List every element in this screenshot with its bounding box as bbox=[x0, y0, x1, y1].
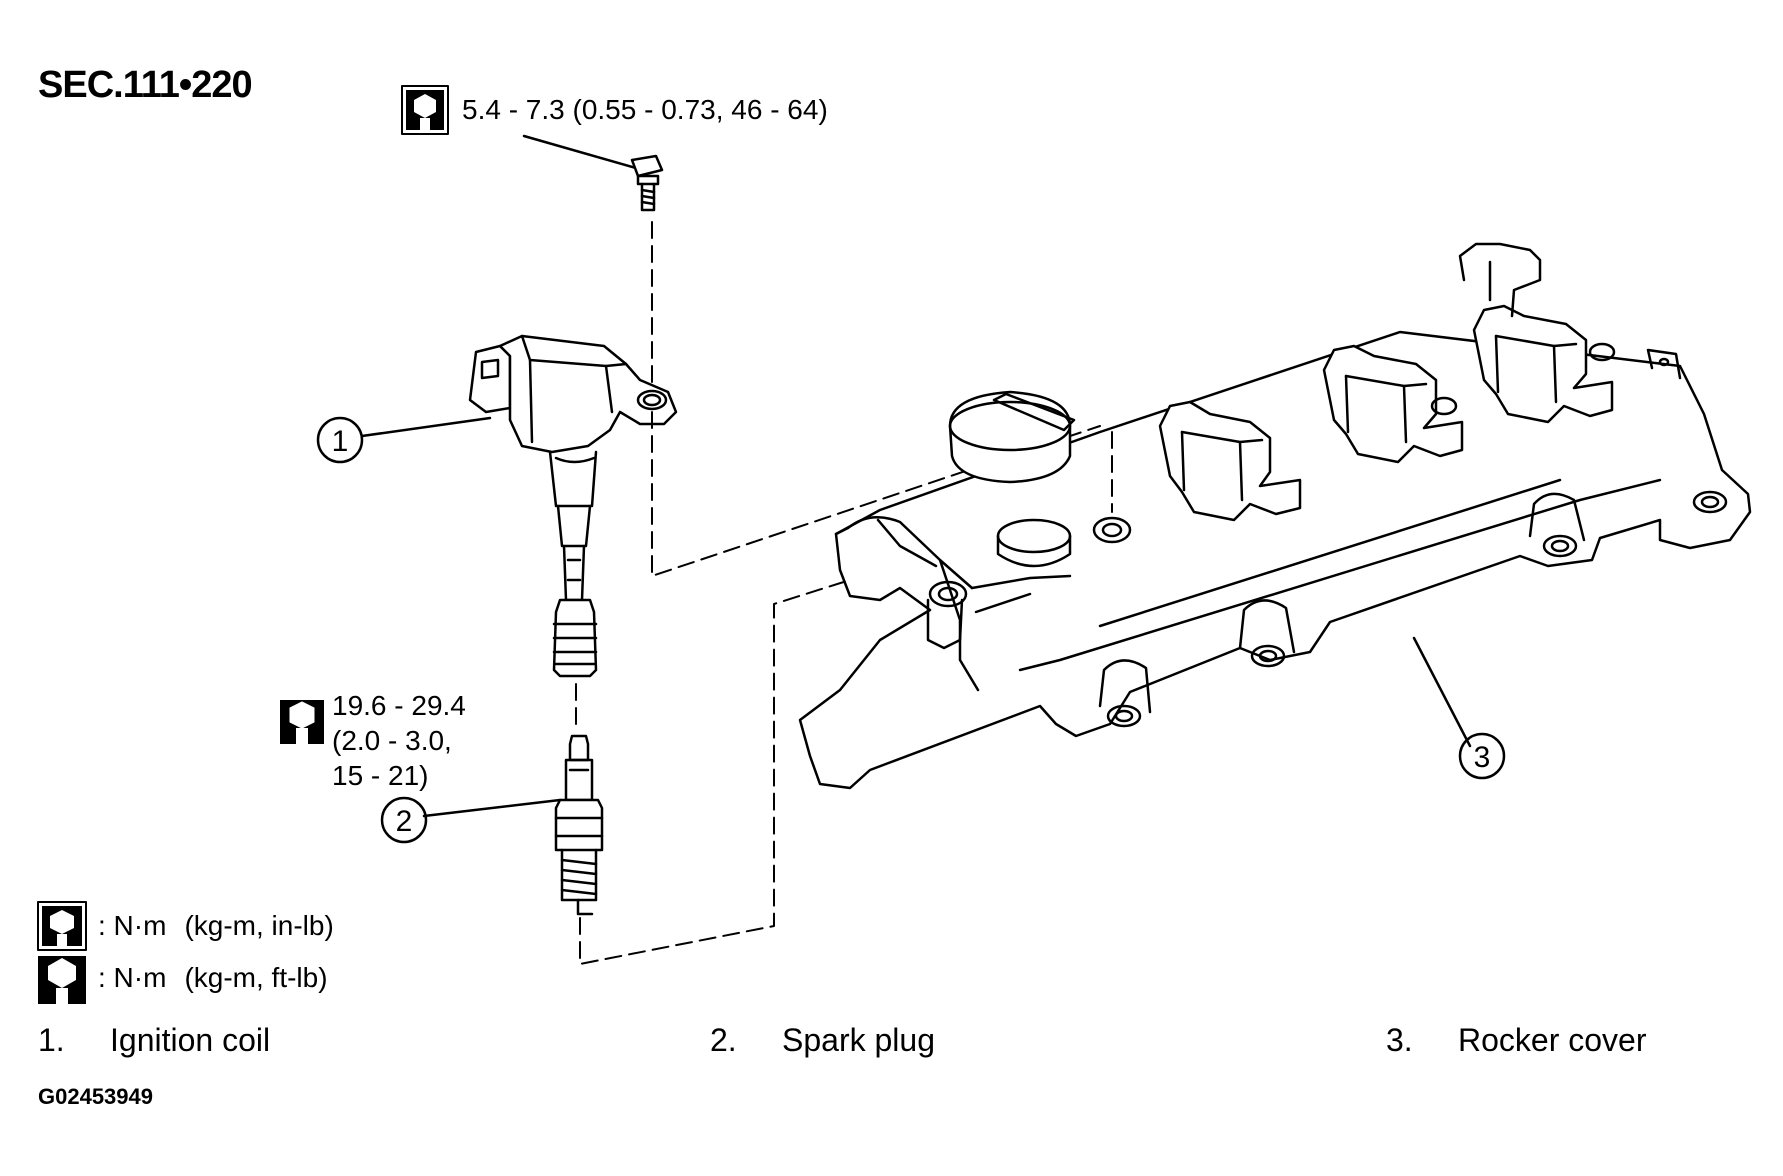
coil-bolt bbox=[522, 134, 664, 212]
part-label: Ignition coil bbox=[110, 1022, 271, 1058]
figure-code: G02453949 bbox=[38, 1084, 153, 1109]
part-number: 1. bbox=[38, 1022, 65, 1058]
wrench-outline-icon bbox=[280, 700, 324, 744]
callout-circle-1 bbox=[316, 416, 364, 464]
spark-plug bbox=[554, 734, 604, 916]
spark-plug-torque-line1: 19.6 - 29.4 bbox=[332, 690, 466, 721]
part-item-1: 1. Ignition coil bbox=[38, 1022, 270, 1059]
rocker-cover bbox=[798, 242, 1752, 790]
part-label: Spark plug bbox=[782, 1022, 935, 1058]
leader-3 bbox=[1412, 636, 1472, 748]
part-number: 3. bbox=[1386, 1022, 1413, 1058]
spark-plug-torque-line2: (2.0 - 3.0, bbox=[332, 725, 452, 756]
section-code: SEC.111•220 bbox=[38, 64, 253, 106]
legend-paren: (kg-m, ft-lb) bbox=[184, 962, 328, 993]
callout-label-3: 3 bbox=[1474, 741, 1491, 774]
spark-plug-torque-line3: 15 - 21) bbox=[332, 760, 429, 791]
callout-label-2: 2 bbox=[396, 805, 413, 838]
leader-2 bbox=[422, 798, 562, 818]
part-number: 2. bbox=[710, 1022, 737, 1058]
wrench-solid-icon bbox=[401, 85, 449, 135]
part-item-2: 2. Spark plug bbox=[710, 1022, 935, 1059]
callout-circle-2 bbox=[380, 796, 428, 844]
legend-row-ft-lb: : N·m (kg-m, ft-lb) bbox=[98, 962, 328, 994]
legend-row-in-lb: : N·m (kg-m, in-lb) bbox=[98, 910, 334, 942]
ignition-coil bbox=[468, 334, 678, 678]
callout-circle-3 bbox=[1458, 732, 1506, 780]
legend-unit: : N·m bbox=[98, 962, 167, 993]
legend-wrench-solid-icon bbox=[37, 901, 87, 951]
callout-label-1: 1 bbox=[332, 425, 349, 458]
part-item-3: 3. Rocker cover bbox=[1386, 1022, 1647, 1059]
leader-1 bbox=[360, 416, 492, 438]
part-label: Rocker cover bbox=[1458, 1022, 1647, 1058]
legend-wrench-outline-icon bbox=[38, 956, 86, 1004]
legend-paren: (kg-m, in-lb) bbox=[184, 910, 334, 941]
legend-unit: : N·m bbox=[98, 910, 167, 941]
coil-bolt-torque-spec: 5.4 - 7.3 (0.55 - 0.73, 46 - 64) bbox=[462, 94, 828, 125]
